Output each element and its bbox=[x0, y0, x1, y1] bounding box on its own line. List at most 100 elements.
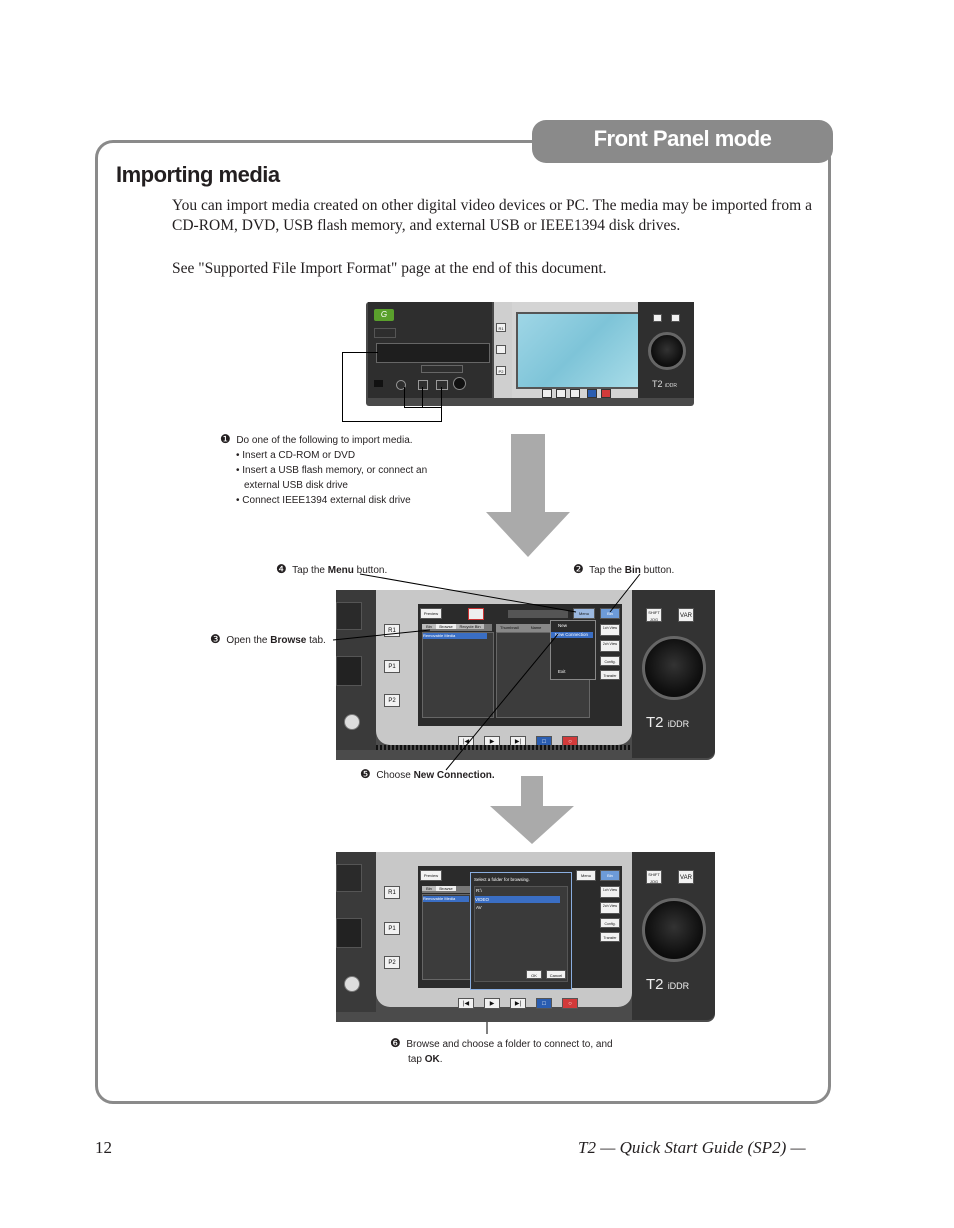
config-button[interactable]: Config. bbox=[600, 918, 620, 928]
ieee1394-port-icon[interactable] bbox=[436, 380, 448, 390]
dialog-cancel-button[interactable]: Cancel bbox=[546, 970, 566, 979]
transport-strip bbox=[508, 610, 568, 618]
tab-browse[interactable]: Browse bbox=[436, 624, 456, 629]
tab-recycle-bin[interactable]: Recycle Bin bbox=[456, 624, 484, 629]
p2-button[interactable]: P2 bbox=[384, 956, 400, 969]
brand-label-small: T2 iDDR bbox=[652, 379, 677, 389]
2ch-view-button[interactable]: 2ch View bbox=[600, 640, 620, 652]
transfer-button[interactable]: Transfer bbox=[600, 670, 620, 680]
transfer-button[interactable]: Transfer bbox=[600, 932, 620, 942]
1ch-view-button[interactable]: 1ch View bbox=[600, 886, 620, 898]
step-4: ❹ Tap the Menu button. bbox=[276, 562, 388, 576]
var-button[interactable]: VAR bbox=[678, 608, 694, 622]
removable-media-item[interactable]: Removable Media bbox=[423, 633, 487, 639]
down-arrow-head-icon bbox=[490, 806, 574, 844]
menu-item-new[interactable]: New bbox=[558, 623, 568, 628]
prev-button[interactable]: |◀ bbox=[458, 998, 474, 1009]
lcd-screen[interactable] bbox=[516, 312, 640, 389]
slot-indicator bbox=[374, 328, 396, 338]
callout-line bbox=[441, 387, 442, 422]
callout-line bbox=[404, 387, 405, 408]
device-front-panel: G R1 P2 T2 iDDR bbox=[366, 302, 694, 406]
step-1: ❶ Do one of the following to import medi… bbox=[220, 432, 450, 508]
drive-slot bbox=[336, 602, 362, 630]
step-1-bullet: • Insert a CD-ROM or DVD bbox=[236, 450, 356, 461]
p1-button[interactable]: P1 bbox=[384, 922, 400, 935]
dialog-item-root[interactable]: R:\ bbox=[476, 888, 482, 893]
logo-icon: G bbox=[374, 309, 394, 321]
menu-item-exit[interactable]: Exit bbox=[558, 669, 566, 674]
dialog-title: Select a folder for browsing. bbox=[474, 877, 530, 882]
next-button[interactable]: ▶| bbox=[510, 998, 526, 1009]
play-icon-small[interactable] bbox=[556, 389, 566, 398]
removable-media-item[interactable]: Removable Media bbox=[423, 896, 469, 902]
prev-icon-small[interactable] bbox=[542, 389, 552, 398]
page-number: 12 bbox=[95, 1138, 112, 1157]
2ch-view-button[interactable]: 2ch View bbox=[600, 902, 620, 914]
jog-dial[interactable] bbox=[642, 636, 706, 700]
section-title: Importing media bbox=[116, 162, 280, 187]
r1-button-small[interactable]: R1 bbox=[496, 323, 506, 332]
headphone-knob[interactable] bbox=[344, 714, 360, 730]
preview-button[interactable]: Preview bbox=[420, 608, 442, 619]
dialog-ok-button[interactable]: OK bbox=[526, 970, 542, 979]
tab-bin[interactable]: Bin bbox=[422, 886, 436, 891]
jog-dial[interactable] bbox=[648, 332, 686, 370]
config-button[interactable]: Config. bbox=[600, 656, 620, 666]
menu-button[interactable]: Menu bbox=[576, 870, 596, 881]
bin-button[interactable]: Bin bbox=[600, 608, 620, 619]
headphone-jack-icon[interactable] bbox=[453, 377, 466, 390]
record-icon-small[interactable] bbox=[601, 389, 611, 398]
step-1-number: ❶ bbox=[220, 432, 231, 446]
p2-button-small[interactable]: P2 bbox=[496, 366, 506, 375]
stop-icon-small[interactable] bbox=[587, 389, 597, 398]
brand-label: T2 iDDR bbox=[646, 714, 690, 731]
p1-button[interactable]: P1 bbox=[384, 660, 400, 673]
p1-button-small[interactable] bbox=[496, 345, 506, 354]
intro-paragraph: You can import media created on other di… bbox=[172, 197, 812, 234]
usb-port-icon[interactable] bbox=[396, 380, 406, 390]
dialog-item-video[interactable]: VIDEO bbox=[475, 896, 560, 903]
record-button[interactable]: ○ bbox=[562, 998, 578, 1009]
step-1-bullet: external USB disk drive bbox=[244, 480, 348, 491]
var-button-small[interactable] bbox=[671, 314, 680, 322]
power-icon[interactable] bbox=[374, 380, 383, 387]
menu-dropdown bbox=[550, 620, 596, 680]
step-1-text: Do one of the following to import media. bbox=[236, 435, 413, 446]
bin-folder-icon[interactable] bbox=[468, 608, 484, 620]
step-3: ❸ Open the Browse tab. bbox=[210, 632, 326, 646]
shift-jog-button-small[interactable] bbox=[653, 314, 662, 322]
drive-slot-2 bbox=[336, 656, 362, 686]
header-tab-title: Front Panel mode bbox=[593, 126, 772, 151]
jog-dial[interactable] bbox=[642, 898, 706, 962]
headphone-knob[interactable] bbox=[344, 976, 360, 992]
step-1-bullet: • Connect IEEE1394 external disk drive bbox=[236, 495, 411, 506]
preview-button[interactable]: Preview bbox=[420, 870, 442, 881]
tab-browse[interactable]: Browse bbox=[436, 886, 456, 891]
p2-button[interactable]: P2 bbox=[384, 694, 400, 707]
menu-button[interactable]: Menu bbox=[573, 608, 595, 619]
callout-line bbox=[422, 387, 423, 408]
callout-line bbox=[404, 407, 442, 408]
folder-tree bbox=[422, 894, 474, 980]
dialog-item-av[interactable]: AV bbox=[476, 905, 482, 910]
drive-button[interactable] bbox=[421, 365, 463, 373]
1ch-view-button[interactable]: 1ch View bbox=[600, 624, 620, 636]
step-5: ❺ Choose New Connection. bbox=[360, 767, 495, 781]
var-button[interactable]: VAR bbox=[678, 870, 694, 884]
next-icon-small[interactable] bbox=[570, 389, 580, 398]
bin-button[interactable]: Bin bbox=[600, 870, 620, 881]
menu-item-new-connection[interactable]: New Connection bbox=[551, 632, 593, 638]
tab-bin[interactable]: Bin bbox=[422, 624, 436, 629]
drive-slot-2 bbox=[336, 918, 362, 948]
down-arrow-icon bbox=[521, 776, 543, 806]
r1-button[interactable]: R1 bbox=[384, 886, 400, 899]
play-button[interactable]: ▶ bbox=[484, 998, 500, 1009]
usb-port-icon-2[interactable] bbox=[418, 380, 428, 390]
brand-label: T2 iDDR bbox=[646, 976, 690, 993]
stop-button[interactable]: □ bbox=[536, 998, 552, 1009]
optical-drive[interactable] bbox=[376, 343, 490, 363]
